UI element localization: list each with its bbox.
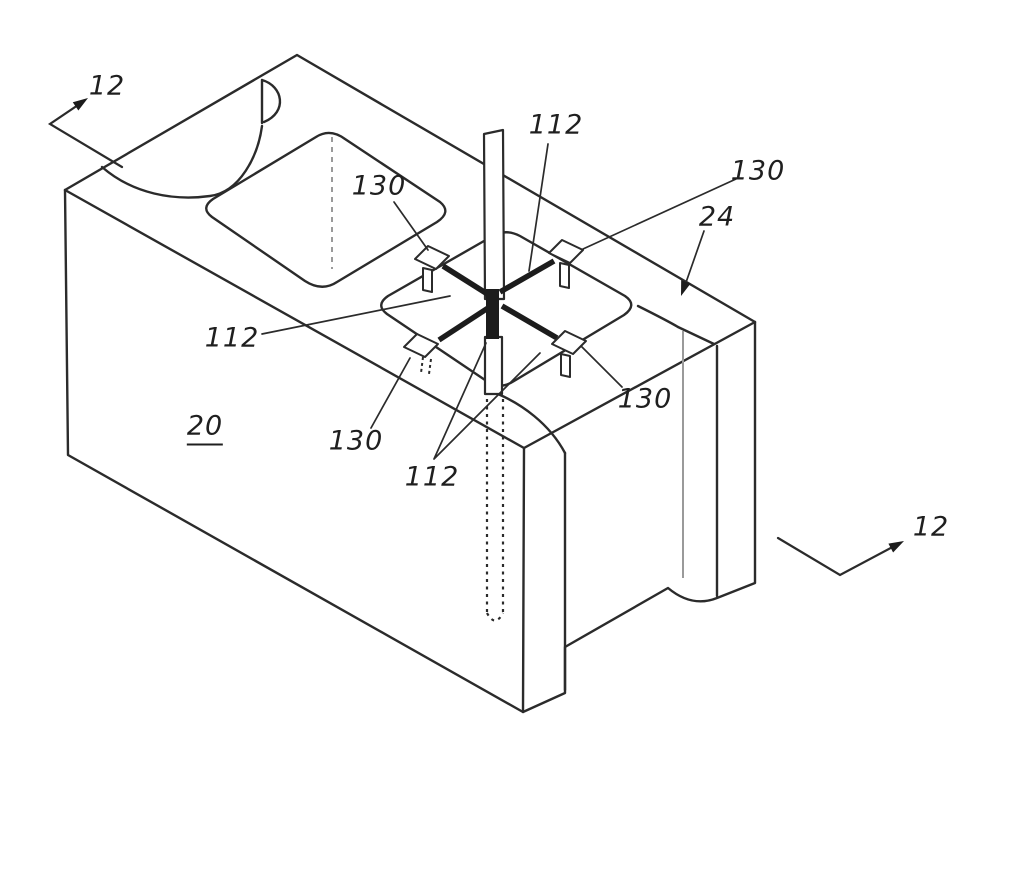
spacer-foot-lower-left-hidden-fin bbox=[420, 356, 432, 375]
section-line-top-left bbox=[47, 99, 124, 169]
leader-130-lower-right bbox=[580, 345, 623, 388]
label-130-upper-left: 130 bbox=[351, 170, 407, 202]
label-section-12-bottom-right: 12 bbox=[912, 511, 950, 543]
section-lines bbox=[47, 99, 902, 577]
spacer-vane-lower-right bbox=[500, 303, 559, 341]
block-inner-rim-right bbox=[636, 304, 680, 329]
leader-130-upper-right bbox=[582, 178, 737, 250]
block-front-right-edge bbox=[521, 446, 526, 714]
block-front-top-edge bbox=[63, 188, 526, 450]
label-130-lower-left: 130 bbox=[328, 425, 384, 457]
rebar-rod-upper bbox=[482, 128, 506, 301]
leader-112-bottom-v bbox=[433, 342, 541, 460]
leader-24-arrow bbox=[682, 230, 705, 292]
spacer-vane-lower-left bbox=[437, 305, 490, 343]
block-inner-step-curve bbox=[496, 392, 567, 455]
leader-130-lower-left bbox=[370, 357, 411, 429]
label-130-upper-right: 130 bbox=[730, 155, 786, 187]
label-112-bottom: 112 bbox=[404, 461, 460, 493]
label-20: 20 bbox=[186, 413, 224, 446]
rebar-rod-lower bbox=[483, 335, 504, 396]
end-groove-top-edge bbox=[676, 325, 716, 346]
label-130-lower-right: 130 bbox=[617, 383, 673, 415]
rebar-rod-hidden bbox=[485, 399, 505, 622]
leader-130-upper-left bbox=[393, 201, 429, 251]
spacer-foot-lower-right bbox=[551, 330, 587, 378]
left-cell-opening bbox=[205, 131, 447, 288]
arrowheads bbox=[72, 98, 904, 553]
spacer-cross bbox=[437, 258, 559, 343]
spacer-foot-lower-left bbox=[403, 333, 439, 358]
spacer-foot-upper-right bbox=[548, 239, 584, 289]
leader-lines bbox=[261, 143, 737, 460]
left-end-notch bbox=[260, 78, 282, 125]
label-24: 24 bbox=[698, 201, 736, 233]
label-section-12-top-left: 12 bbox=[88, 70, 126, 102]
arrowhead-ref-24 bbox=[681, 280, 691, 296]
leader-112-top bbox=[528, 143, 549, 272]
spacer-vane-upper-left bbox=[441, 263, 491, 298]
block-top-right-edge bbox=[522, 320, 757, 450]
spacer-collar bbox=[486, 289, 499, 339]
arrowhead-section-top-left bbox=[72, 98, 88, 111]
label-112-top: 112 bbox=[528, 109, 584, 141]
leader-112-left bbox=[261, 295, 451, 335]
arrowhead-section-bottom-right bbox=[888, 541, 904, 553]
section-line-bottom-right bbox=[776, 536, 902, 577]
label-112-left: 112 bbox=[204, 322, 260, 354]
block-inner-rim-left bbox=[100, 124, 264, 199]
spacer-foot-upper-left bbox=[414, 245, 450, 293]
spacer-vane-upper-right bbox=[498, 258, 556, 295]
